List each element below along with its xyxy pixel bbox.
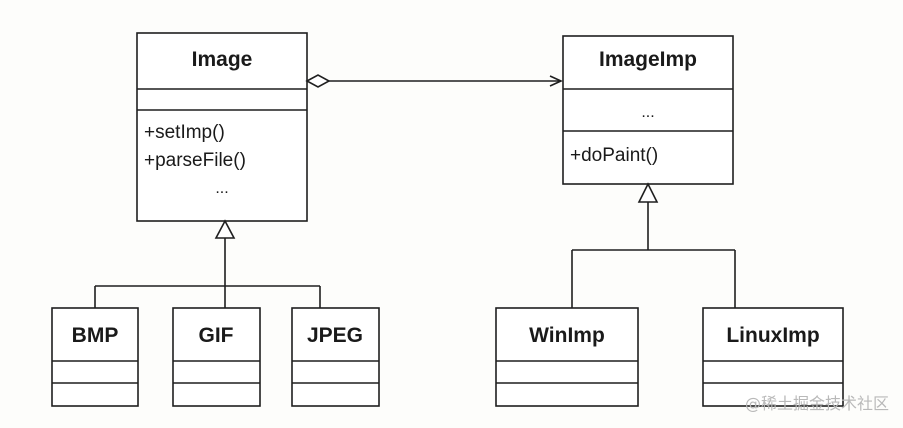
aggregation-connector <box>305 74 563 88</box>
class-image-ellipsis: ... <box>215 180 228 197</box>
class-imageimp-method-1: +doPaint() <box>570 145 658 166</box>
class-bmp-name: BMP <box>72 324 119 347</box>
class-bmp-box <box>51 307 139 407</box>
class-jpeg-box <box>291 307 380 407</box>
class-linuximp: LinuxImp <box>702 307 844 407</box>
class-winimp: WinImp <box>495 307 639 407</box>
class-winimp-name: WinImp <box>529 324 605 347</box>
class-imageimp-attributes: ... <box>641 104 654 121</box>
aggregation-diamond-icon <box>305 74 331 88</box>
class-imageimp: ImageImp ... +doPaint() <box>562 35 734 185</box>
class-image-name: Image <box>192 48 253 71</box>
class-image-method-2: +parseFile() <box>144 150 246 171</box>
inheritance-imageimp <box>571 182 736 308</box>
class-jpeg: JPEG <box>291 307 380 407</box>
class-imageimp-name: ImageImp <box>599 48 697 71</box>
watermark: @稀土掘金技术社区 <box>744 394 889 413</box>
class-image: Image +setImp() +parseFile() ... <box>136 32 308 222</box>
class-linuximp-name: LinuxImp <box>726 324 819 347</box>
class-gif-name: GIF <box>199 324 234 347</box>
class-jpeg-name: JPEG <box>307 324 363 347</box>
inheritance-triangle-icon <box>214 219 236 239</box>
class-gif-box <box>172 307 261 407</box>
class-image-box <box>136 32 308 222</box>
inheritance-triangle-icon <box>637 182 659 203</box>
class-winimp-box <box>495 307 639 407</box>
class-linuximp-box <box>702 307 844 407</box>
class-image-method-1: +setImp() <box>144 122 225 143</box>
inheritance-image <box>94 219 321 308</box>
class-gif: GIF <box>172 307 261 407</box>
class-bmp: BMP <box>51 307 139 407</box>
class-imageimp-box <box>562 35 734 185</box>
